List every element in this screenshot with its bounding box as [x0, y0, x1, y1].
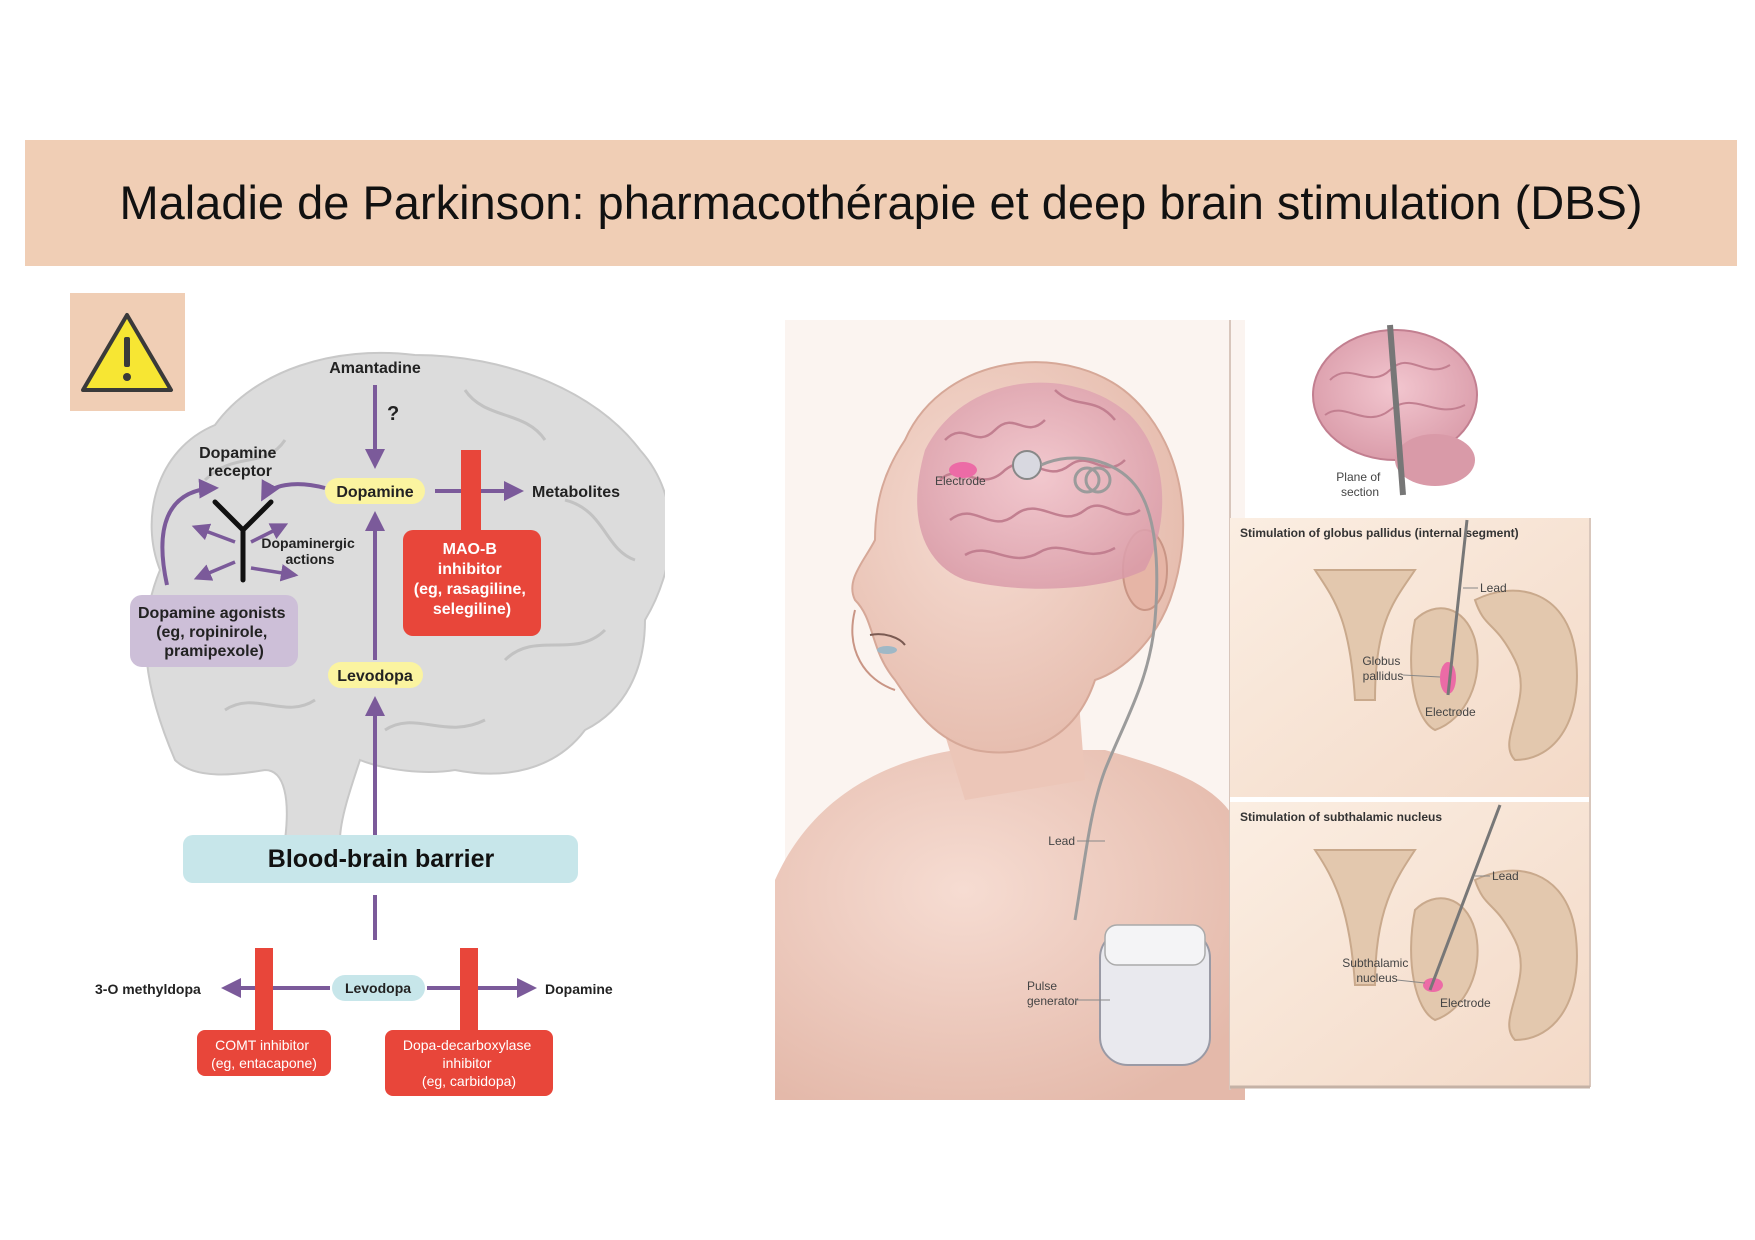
dopamine-pill [325, 478, 425, 504]
plane-of-section-line [1387, 324, 1406, 496]
pharmacology-diagram: Amantadine ? Dopamine receptor Dopamine … [95, 351, 665, 1096]
comt-inhibitor-label: COMT inhibitor (eg, entacapone) [211, 1037, 317, 1071]
stn-anatomy [1313, 849, 1578, 1042]
dopaminergic-actions-label: Dopaminergic actions [261, 535, 358, 567]
agonists-box [130, 595, 298, 667]
pulse-generator-label: Pulse generator [1027, 979, 1078, 1008]
maob-inhibitor-label: MAO-B inhibitor (eg, rasagiline, selegil… [414, 541, 531, 618]
bbb-label: Blood-brain barrier [268, 845, 495, 873]
metabolites-label: Metabolites [532, 484, 620, 501]
gp-globus-label: Globus pallidus [1362, 654, 1403, 683]
question-mark: ? [387, 403, 399, 425]
brain-visible [917, 382, 1163, 589]
stn-electrode-label: Electrode [1440, 996, 1491, 1010]
ddc-inhibitor-label: Dopa-decarboxylase inhibitor (eg, carbid… [403, 1037, 535, 1089]
levodopa-brain-pill [328, 662, 423, 688]
ddc-bar [460, 948, 478, 1038]
maob-box [403, 530, 541, 636]
stn-nucleus-label: Subthalamic nucleus [1342, 956, 1411, 985]
electrode-label: Electrode [935, 474, 986, 488]
levodopa-periphery-pill [332, 975, 425, 1001]
mini-cerebellum [1395, 434, 1475, 486]
target-electrode [949, 462, 977, 478]
stn-lead-line [1428, 804, 1502, 991]
comt-bar [255, 948, 273, 1038]
dbs-illustration: Electrode Lead Pulse generator Plane of … [775, 320, 1591, 1100]
plane-of-section-label: Plane of section [1336, 470, 1383, 499]
gp-lead-line [1446, 519, 1469, 696]
gp-electrode-label: Electrode [1425, 705, 1476, 719]
receptor-icon [212, 499, 274, 583]
gp-title: Stimulation of globus pallidus (internal… [1240, 526, 1519, 540]
stn-lead-label: Lead [1492, 869, 1519, 883]
dopamine-receptor-label: Dopamine receptor [199, 445, 281, 480]
warning-triangle-icon [81, 313, 173, 392]
lead-wire [1040, 456, 1159, 921]
title-bar: Maladie de Parkinson: pharmacothérapie e… [25, 140, 1737, 266]
gp-lead-label: Lead [1480, 581, 1507, 595]
slide-title: Maladie de Parkinson: pharmacothérapie e… [119, 176, 1643, 229]
dopamine-label: Dopamine [336, 484, 413, 501]
dopamine-agonists-label: Dopamine agonists (eg, ropinirole, prami… [138, 605, 290, 660]
ddc-box [385, 1030, 553, 1096]
bbb-box [183, 835, 578, 883]
burr-hole-cap [1012, 450, 1042, 480]
amantadine-label: Amantadine [329, 360, 421, 377]
lead-label: Lead [1048, 834, 1075, 848]
methyldopa-label: 3-O methyldopa [95, 981, 201, 997]
comt-box [197, 1030, 331, 1076]
stn-title: Stimulation of subthalamic nucleus [1240, 810, 1442, 824]
dopamine-periphery-label: Dopamine [545, 981, 613, 997]
warning-badge [70, 293, 185, 411]
levodopa-periphery-label: Levodopa [345, 980, 411, 996]
levodopa-brain-label: Levodopa [337, 668, 413, 685]
maob-bar [461, 450, 481, 530]
